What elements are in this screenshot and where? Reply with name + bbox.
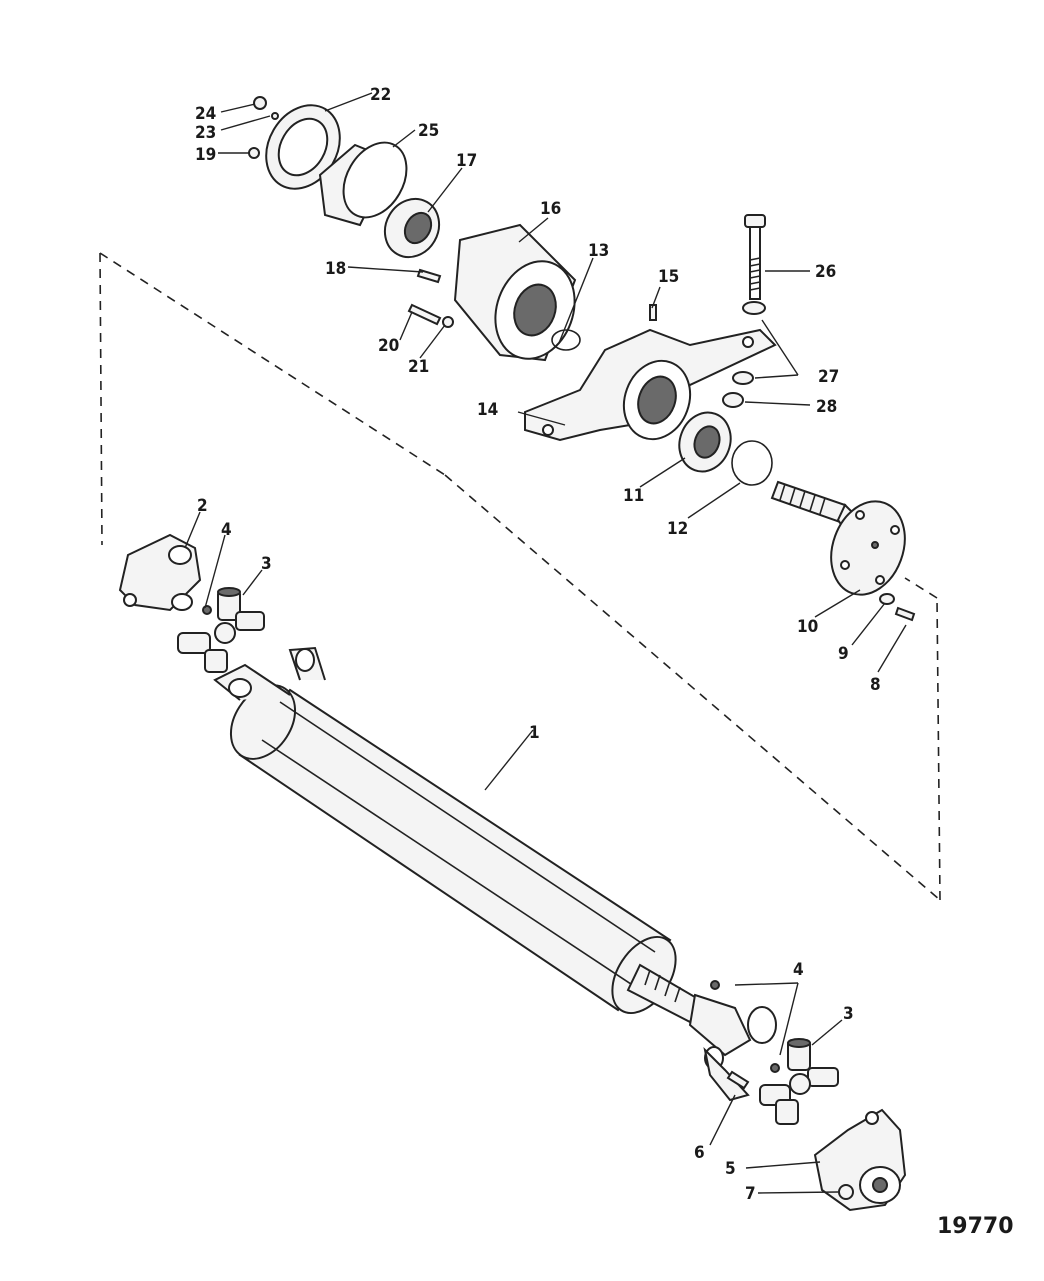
callout-5: 5: [725, 1159, 736, 1179]
callout-10: 10: [797, 617, 818, 637]
washer-23: [271, 112, 279, 120]
callout-24: 24: [195, 104, 216, 124]
callout-12: 12: [667, 519, 688, 539]
reference-number: 19770: [937, 1214, 1014, 1239]
assembly-dashed-outline: [99, 252, 941, 901]
support-bracket-14: [524, 328, 777, 442]
callout-8: 8: [870, 675, 881, 695]
rear-yoke: [813, 1108, 907, 1212]
bolt-20: [407, 303, 442, 326]
screw-19: [248, 147, 260, 159]
nut-7: [838, 1184, 854, 1200]
callout-19: 19: [195, 145, 216, 165]
rear-universal-joint-cross: [710, 980, 839, 1125]
screw-18: [416, 268, 442, 284]
input-shaft-10: [770, 480, 906, 596]
callout-11: 11: [623, 486, 644, 506]
callout-15: 15: [658, 267, 679, 287]
callout-9: 9: [838, 644, 849, 664]
callout-27: 27: [818, 367, 839, 387]
snap-ring-13: [551, 329, 581, 351]
callout-23: 23: [195, 123, 216, 143]
bearing-17: [383, 197, 441, 259]
callout-13: 13: [588, 241, 609, 261]
slip-yoke: [626, 963, 777, 1102]
callout-26: 26: [815, 262, 836, 282]
callout-22: 22: [370, 85, 391, 105]
leader-lines: [184, 92, 907, 1194]
washer-27a: [742, 301, 766, 315]
callout-21: 21: [408, 357, 429, 377]
callout-17: 17: [456, 151, 477, 171]
snap-ring-12: [731, 440, 773, 486]
callout-25: 25: [418, 121, 439, 141]
callout-20: 20: [378, 336, 399, 356]
front-universal-joint-cross: [177, 587, 265, 673]
callout-28: 28: [816, 397, 837, 417]
grease-fitting-15: [649, 304, 657, 321]
callout-3-rear: 3: [843, 1004, 854, 1024]
callout-1: 1: [529, 723, 540, 743]
washer-21: [442, 316, 454, 328]
bearing-11: [678, 411, 732, 473]
nut-28: [722, 392, 744, 408]
washer-27b: [732, 371, 754, 385]
bolt-8: [894, 606, 916, 622]
bolt-26: [744, 214, 766, 300]
callout-7: 7: [745, 1184, 756, 1204]
front-yoke: [118, 533, 202, 612]
driveshaft-tube: [213, 646, 677, 1014]
callout-18: 18: [325, 259, 346, 279]
seal-cover-22: [265, 104, 341, 190]
housing-16: [453, 223, 577, 362]
bolt-6: [726, 1070, 750, 1090]
callout-16: 16: [540, 199, 561, 219]
callout-14: 14: [477, 400, 498, 420]
callout-4-rear: 4: [793, 960, 804, 980]
ring-25: [318, 141, 408, 227]
callout-3-front: 3: [261, 554, 272, 574]
callout-4-front: 4: [221, 520, 232, 540]
nut-24: [253, 96, 267, 110]
washer-9: [879, 593, 895, 605]
callout-2: 2: [197, 496, 208, 516]
callout-6: 6: [694, 1143, 705, 1163]
